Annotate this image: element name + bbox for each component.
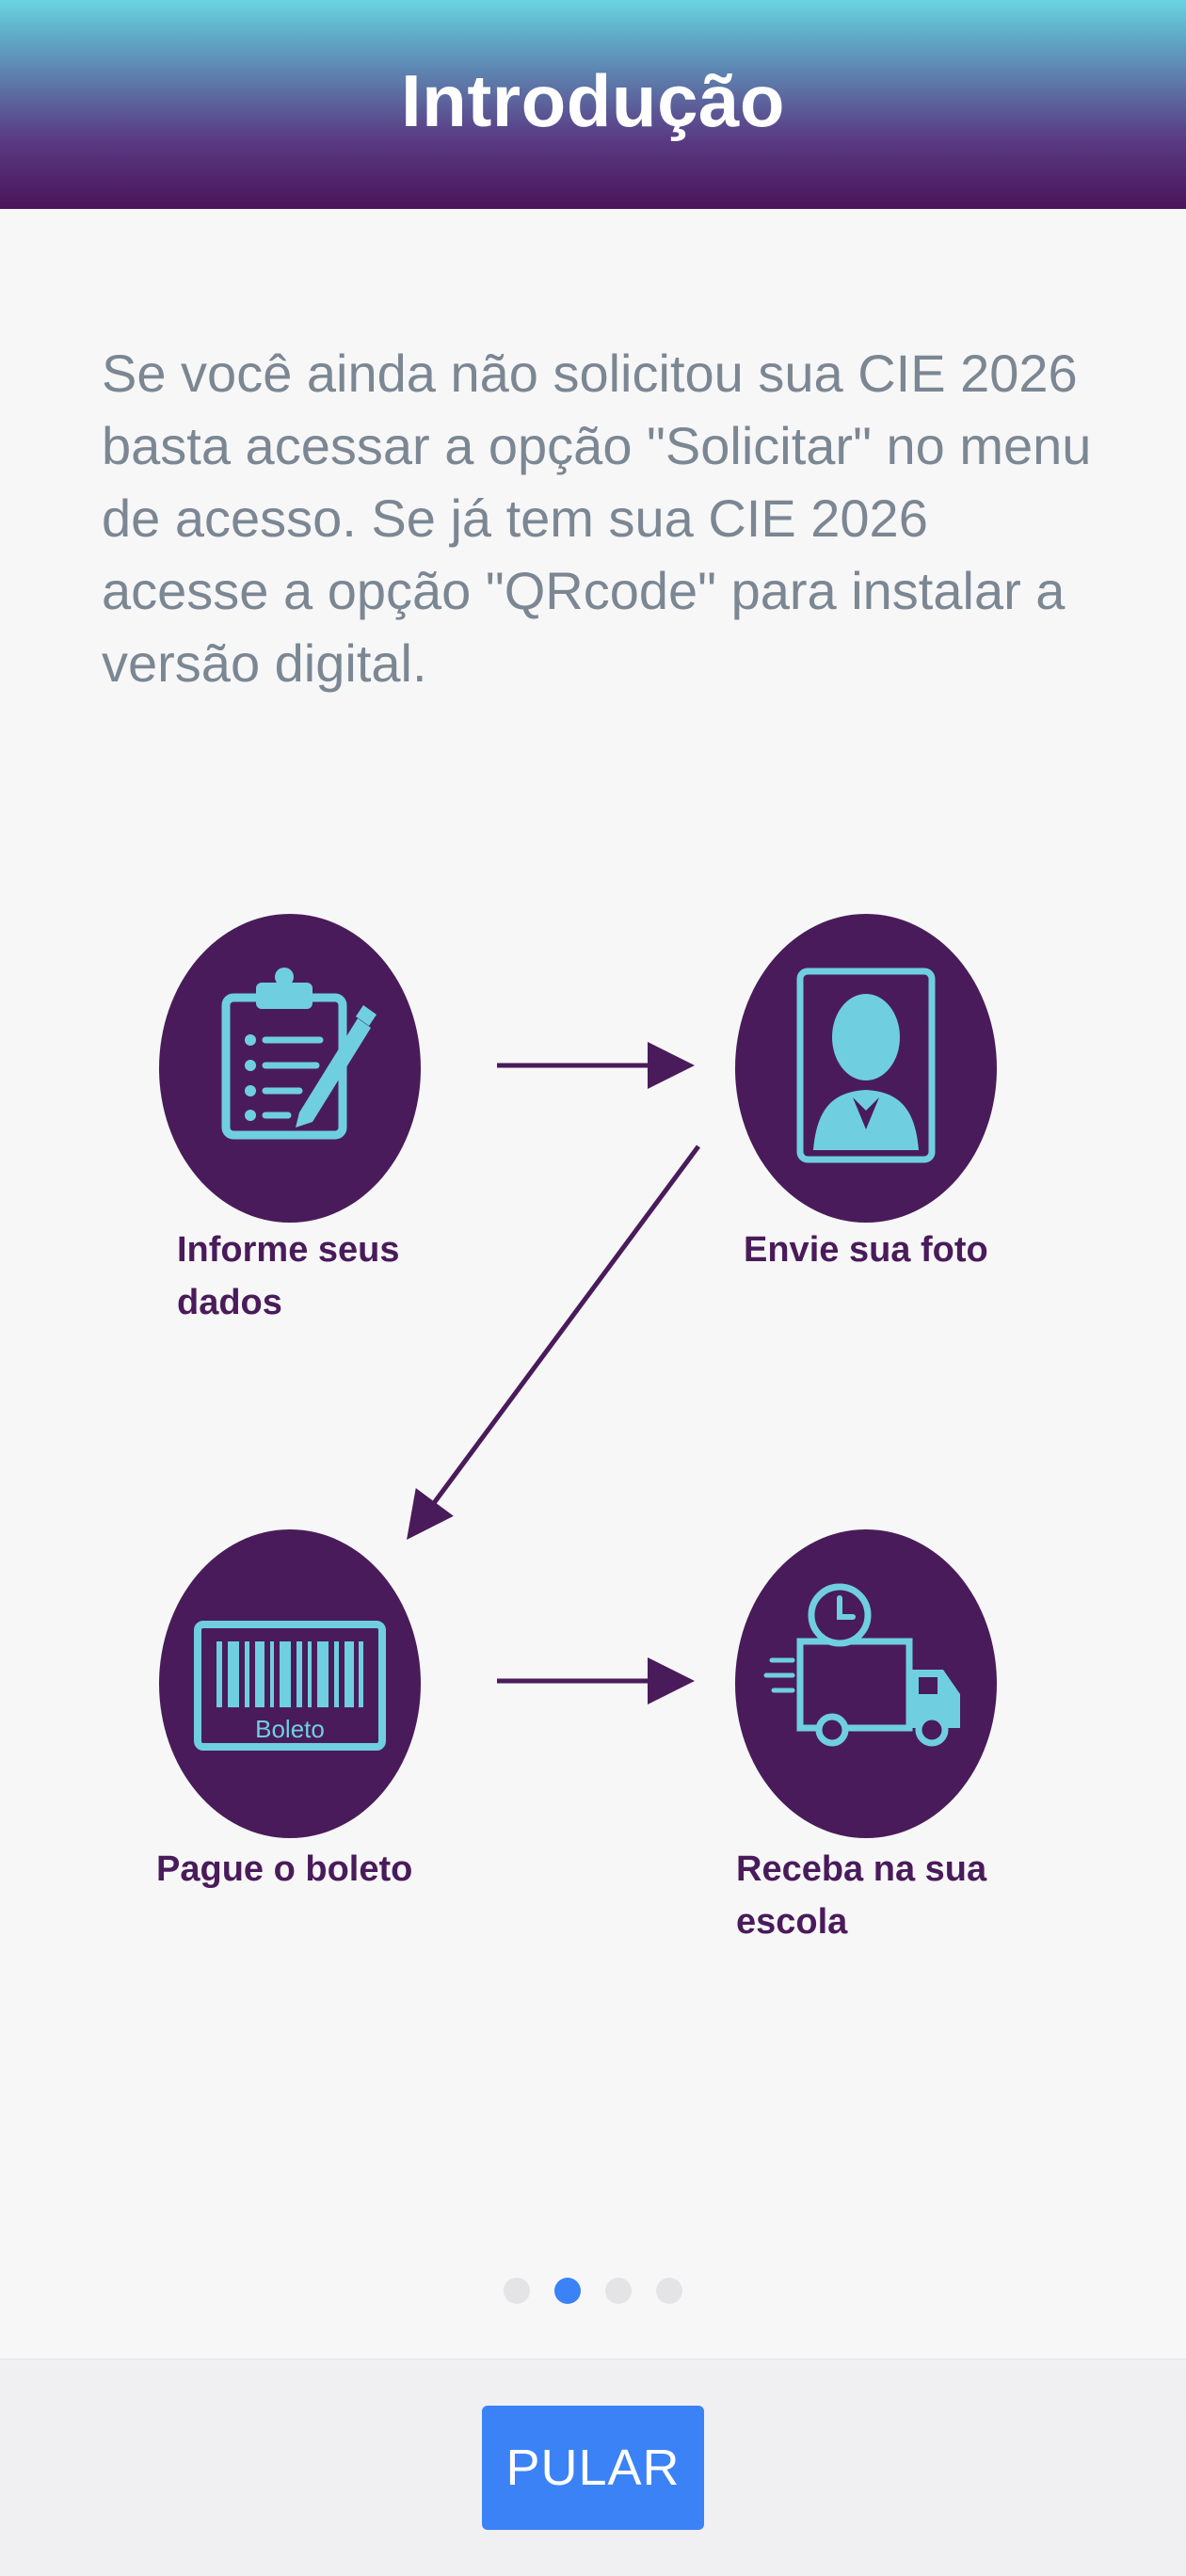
arrow-step2-to-step3 bbox=[407, 1144, 701, 1541]
pagination-dots bbox=[0, 2278, 1186, 2304]
step-label-informe-dados: Informe seus dados bbox=[177, 1230, 400, 1322]
photo-portrait-icon bbox=[735, 914, 997, 1223]
page-dot-3[interactable] bbox=[605, 2278, 632, 2304]
clipboard-icon bbox=[159, 914, 421, 1223]
page-dot-4[interactable] bbox=[656, 2278, 682, 2304]
delivery-truck-icon bbox=[735, 1529, 997, 1838]
intro-text: Se você ainda não solicitou sua CIE 2026… bbox=[102, 344, 1092, 693]
step-label-receba-escola: Receba na sua escola bbox=[736, 1849, 987, 1942]
page-dot-2[interactable] bbox=[554, 2278, 581, 2304]
skip-button[interactable]: PULAR bbox=[482, 2406, 704, 2530]
barcode-icon: Boleto bbox=[159, 1529, 421, 1838]
app-header: Introdução bbox=[0, 0, 1186, 209]
step-label-envie-foto: Envie sua foto bbox=[744, 1230, 988, 1270]
step-label-pague-boleto: Pague o boleto bbox=[156, 1849, 413, 1889]
barcode-badge-text: Boleto bbox=[255, 1715, 325, 1743]
page-dot-1[interactable] bbox=[504, 2278, 530, 2304]
page-title: Introdução bbox=[401, 59, 785, 142]
